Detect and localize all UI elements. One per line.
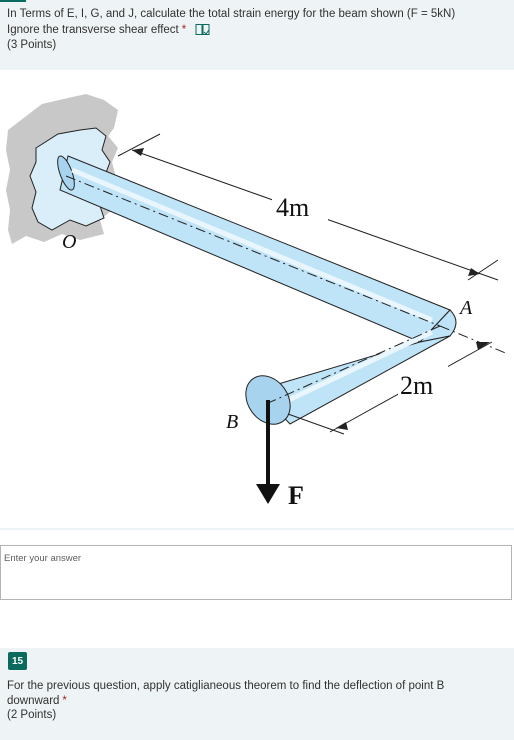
question-15-line-2: downward [7, 694, 60, 707]
immersive-reader-icon[interactable] [195, 23, 210, 36]
beam-segment-AB [257, 335, 451, 425]
question-14-line-1: In Terms of E, I, G, and J, calculate th… [7, 8, 456, 20]
beam-diagram: 4m 2m A B O F [6, 94, 509, 510]
question-15-points: (2 Points) [7, 709, 57, 721]
question-accent-bar [0, 0, 26, 2]
question-14-line-2: Ignore the transverse shear effect [7, 23, 179, 36]
label-4m: 4m [276, 193, 309, 222]
question-number-badge: 15 [8, 652, 27, 670]
beam-segment-OA [59, 155, 451, 343]
question-14-points: (3 Points) [7, 39, 57, 51]
label-B: B [226, 411, 238, 433]
question-15-card: 15 For the previous question, apply cati… [0, 648, 514, 740]
question-15-prompt: For the previous question, apply catigli… [7, 679, 507, 723]
centerline-ext [439, 325, 509, 355]
required-mark: * [181, 23, 187, 36]
answer-input[interactable]: Enter your answer [0, 545, 512, 600]
label-A: A [458, 297, 473, 319]
question-14-prompt: In Terms of E, I, G, and J, calculate th… [7, 7, 507, 54]
answer-placeholder: Enter your answer [4, 553, 82, 564]
beam-figure: 4m 2m A B O F [0, 70, 514, 528]
centerline-AB [265, 325, 441, 405]
centerline-OA [65, 175, 441, 327]
question-14-card: In Terms of E, I, G, and J, calculate th… [0, 0, 514, 530]
force-arrow-head [256, 484, 280, 504]
label-2m: 2m [400, 371, 433, 400]
label-O: O [62, 231, 76, 253]
label-F: F [288, 481, 304, 510]
required-mark: * [62, 694, 67, 707]
question-15-line-1: For the previous question, apply catigli… [7, 680, 445, 692]
